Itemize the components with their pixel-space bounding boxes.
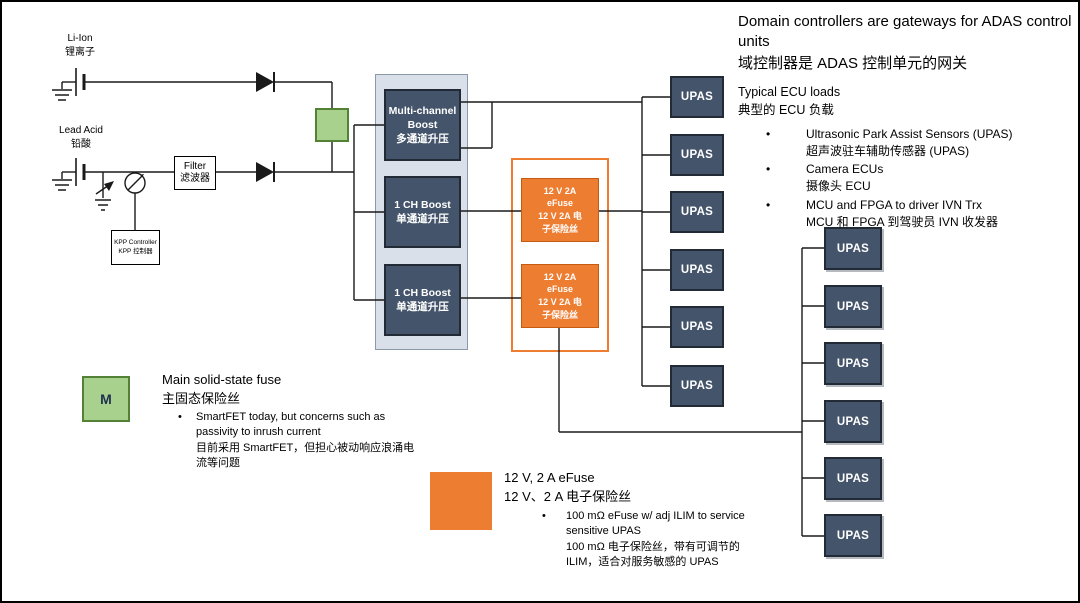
notes-bullet-camera-zh: 摄像头 ECU — [806, 179, 871, 194]
upas-box: UPAS — [824, 457, 882, 500]
boost-multichannel-en: Multi-channel Boost — [388, 104, 457, 131]
bullet-dot — [766, 197, 806, 231]
diode-icon — [256, 72, 274, 182]
upas-box: UPAS — [670, 191, 724, 233]
legend-main-fuse-title-zh: 主固态保险丝 — [162, 390, 241, 406]
notes-bullet-upas: Ultrasonic Park Assist Sensors (UPAS) 超声… — [738, 126, 1078, 160]
notes-title-zh: 域控制器是 ADAS 控制单元的网关 — [738, 55, 968, 72]
current-sensor-icon — [124, 172, 146, 194]
kpp-label-en: KPP Controller — [114, 239, 157, 247]
efuse-box-1: 12 V 2A eFuse 12 V 2A 电 子保险丝 — [521, 178, 599, 242]
legend-efuse-bullet: 100 mΩ eFuse w/ adj ILIM to service sens… — [542, 509, 756, 571]
legend-efuse-title: 12 V, 2 A eFuse 12 V、2 A 电子保险丝 — [504, 469, 754, 507]
legend-efuse-square — [430, 472, 492, 530]
notes-panel: Domain controllers are gateways for ADAS… — [738, 12, 1078, 231]
legend-main-fuse-bullet: SmartFET today, but concerns such as pas… — [178, 410, 418, 472]
efuse2-line1: 12 V 2A — [543, 271, 577, 282]
notes-subtitle-zh: 典型的 ECU 负载 — [738, 102, 834, 117]
efuse2-line2: eFuse — [546, 284, 573, 295]
upas-box: UPAS — [670, 249, 724, 291]
upas-box: UPAS — [824, 342, 882, 385]
li-ion-label-zh: 锂离子 — [65, 46, 95, 58]
notes-bullet-upas-zh: 超声波驻车辅助传感器 (UPAS) — [806, 143, 970, 158]
arrowheads — [104, 174, 144, 191]
filter-box: Filter 滤波器 — [174, 156, 216, 190]
notes-bullet-list: Ultrasonic Park Assist Sensors (UPAS) 超声… — [738, 126, 1078, 231]
notes-subtitle: Typical ECU loads 典型的 ECU 负载 — [738, 83, 1078, 119]
efuse-box-2: 12 V 2A eFuse 12 V 2A 电 子保险丝 — [521, 264, 599, 328]
boost-multichannel-zh: 多通道升压 — [396, 133, 449, 146]
bullet-dot — [766, 126, 806, 160]
efuse1-line2: eFuse — [546, 198, 573, 209]
lead-acid-label-zh: 铅酸 — [71, 138, 91, 150]
notes-bullet-mcu: MCU and FPGA to driver IVN Trx MCU 和 FPG… — [738, 197, 1078, 231]
upas-box: UPAS — [670, 306, 724, 348]
notes-bullet-upas-text: Ultrasonic Park Assist Sensors (UPAS) 超声… — [806, 126, 1013, 160]
boost-box-multichannel: Multi-channel Boost 多通道升压 — [384, 89, 461, 161]
legend-main-fuse-square: M — [82, 376, 130, 422]
notes-title-en: Domain controllers are gateways for ADAS… — [738, 13, 1072, 50]
efuse1-line3: 12 V 2A 电 — [538, 211, 582, 221]
boost-1ch-a-en: 1 CH Boost — [394, 198, 451, 211]
legend-main-fuse-symbol: M — [100, 391, 112, 407]
upas-box: UPAS — [670, 134, 724, 176]
legend-main-fuse-title-en: Main solid-state fuse — [162, 372, 282, 387]
filter-label-zh: 滤波器 — [180, 173, 210, 184]
notes-bullet-camera-text: Camera ECUs 摄像头 ECU — [806, 161, 883, 195]
lead-acid-battery-symbol — [75, 158, 86, 186]
legend-efuse-bullet-text: 100 mΩ eFuse w/ adj ILIM to service sens… — [566, 509, 756, 571]
li-ion-battery-symbol — [75, 68, 86, 96]
upas-box: UPAS — [824, 285, 882, 328]
bullet-dot — [178, 410, 196, 472]
legend-main-fuse-bullet-zh: 目前采用 SmartFET，但担心被动响应浪涌电流等问题 — [196, 441, 415, 470]
boost-box-1ch-a: 1 CH Boost 单通道升压 — [384, 176, 461, 248]
upas-box: UPAS — [670, 76, 724, 118]
notes-bullet-mcu-zh: MCU 和 FPGA 到驾驶员 IVN 收发器 — [806, 214, 999, 229]
kpp-label-zh: KPP 控制器 — [118, 247, 153, 255]
upas-box: UPAS — [824, 400, 882, 443]
notes-bullet-camera-en: Camera ECUs — [806, 162, 884, 177]
kpp-controller-box: KPP Controller KPP 控制器 — [111, 230, 160, 265]
boost-1ch-b-zh: 单通道升压 — [396, 301, 449, 313]
boost-1ch-b-en: 1 CH Boost — [394, 286, 451, 299]
boost-box-1ch-b: 1 CH Boost 单通道升压 — [384, 264, 461, 336]
upas-box: UPAS — [824, 514, 882, 557]
efuse1-line1: 12 V 2A — [543, 185, 577, 196]
bullet-dot — [766, 161, 806, 195]
legend-main-fuse-bullet-en: SmartFET today, but concerns such as pas… — [196, 411, 386, 439]
legend-main-fuse-title: Main solid-state fuse 主固态保险丝 — [162, 371, 412, 409]
filter-label-en: Filter — [183, 160, 207, 172]
upas-box: UPAS — [670, 365, 724, 407]
notes-bullet-mcu-text: MCU and FPGA to driver IVN Trx MCU 和 FPG… — [806, 197, 998, 231]
efuse1-line4: 子保险丝 — [541, 223, 578, 234]
legend-efuse-bullet-en: 100 mΩ eFuse w/ adj ILIM to service sens… — [566, 510, 745, 538]
efuse2-line3: 12 V 2A 电 — [538, 297, 582, 307]
lead-acid-label-en: Lead Acid — [59, 125, 103, 136]
li-ion-label: Li-Ion 锂离子 — [50, 32, 110, 59]
legend-main-fuse-bullet-text: SmartFET today, but concerns such as pas… — [196, 410, 418, 472]
notes-bullet-camera: Camera ECUs 摄像头 ECU — [738, 161, 1078, 195]
legend-efuse-title-en: 12 V, 2 A eFuse — [504, 470, 595, 485]
legend-efuse-bullet-zh: 100 mΩ 电子保险丝，带有可调节的 ILIM，适合对服务敏感的 UPAS — [566, 540, 740, 569]
bullet-dot — [542, 509, 566, 571]
notes-bullet-upas-en: Ultrasonic Park Assist Sensors (UPAS) — [806, 126, 1013, 141]
legend-efuse-title-zh: 12 V、2 A 电子保险丝 — [504, 488, 632, 504]
notes-bullet-mcu-en: MCU and FPGA to driver IVN Trx — [806, 197, 983, 212]
boost-1ch-a-zh: 单通道升压 — [396, 213, 449, 225]
efuse2-line4: 子保险丝 — [541, 309, 578, 320]
lead-acid-label: Lead Acid 铅酸 — [46, 124, 116, 151]
upas-box: UPAS — [824, 227, 882, 270]
main-fuse-square — [315, 108, 349, 142]
li-ion-label-en: Li-Ion — [67, 33, 93, 44]
notes-subtitle-en: Typical ECU loads — [738, 84, 841, 99]
